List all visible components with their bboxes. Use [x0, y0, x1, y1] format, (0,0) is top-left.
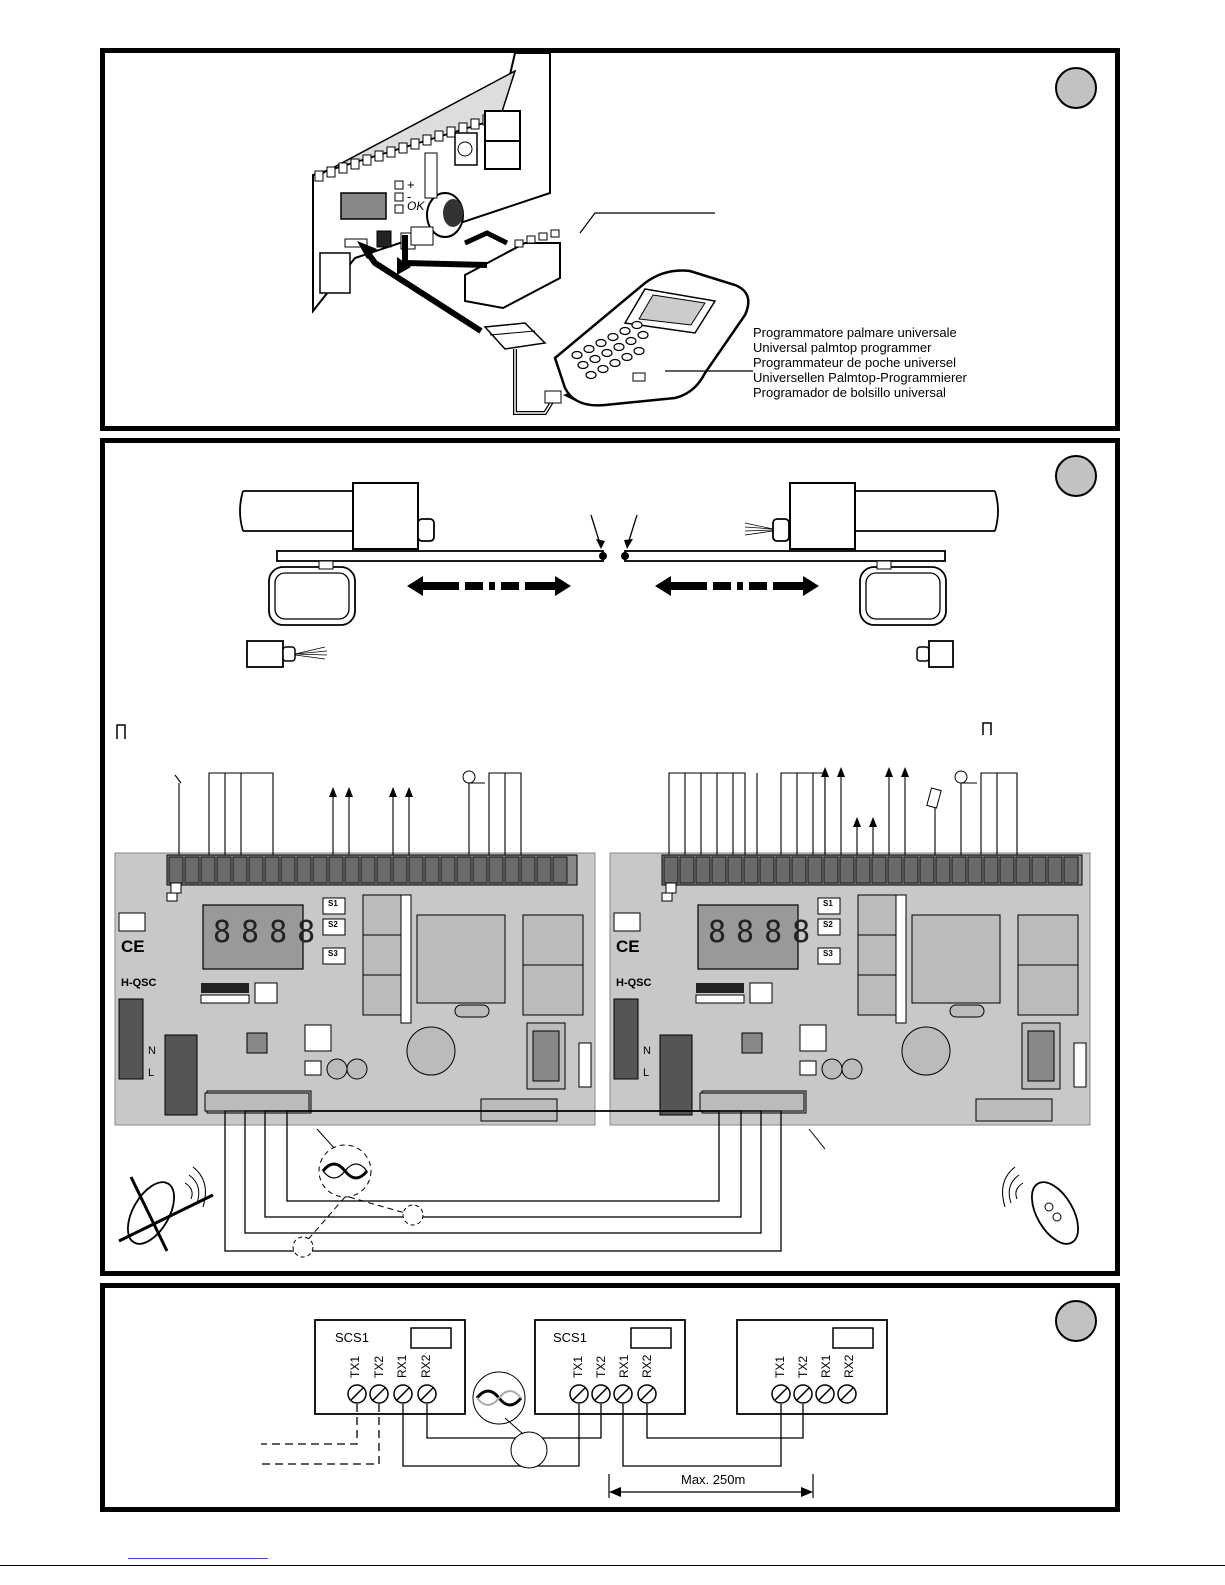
terminal-block	[361, 857, 375, 883]
scs1-network-drawing	[105, 1288, 1115, 1507]
left-mains-n: N	[148, 1045, 156, 1057]
max-distance-label: Max. 250m	[681, 1472, 745, 1487]
terminal-block	[409, 857, 423, 883]
m1-tx1: TX1	[348, 1356, 362, 1378]
m1-tx2: TX2	[372, 1356, 386, 1378]
terminal-block	[856, 857, 870, 883]
terminal-block	[920, 857, 934, 883]
programmer-label-de: Universellen Palmtop-Programmierer	[753, 370, 967, 385]
right-button-s2: S2	[823, 920, 833, 929]
left-display-digits: 8888	[213, 915, 325, 950]
terminal-block	[744, 857, 758, 883]
scs1-module-2-name: SCS1	[553, 1330, 587, 1345]
terminal-block	[425, 857, 439, 883]
terminal-block	[473, 857, 487, 883]
scs1-module-1-name: SCS1	[335, 1330, 369, 1345]
terminal-block	[249, 857, 263, 883]
panel-double-gate-wiring: 8888 8888 CE CE H-QSC H-QSC N L N L S1 S…	[100, 438, 1120, 1276]
terminal-block	[553, 857, 567, 883]
terminal-block	[377, 857, 391, 883]
terminal-block	[169, 857, 183, 883]
terminal-block	[664, 857, 678, 883]
terminal-block	[345, 857, 359, 883]
programmer-label-es: Programador de bolsillo universal	[753, 385, 967, 400]
board-ok-mark: OK	[407, 199, 424, 213]
programmer-label-en: Universal palmtop programmer	[753, 340, 967, 355]
right-mains-n: N	[643, 1045, 651, 1057]
terminal-block	[936, 857, 950, 883]
terminal-block	[233, 857, 247, 883]
m3-rx2: RX2	[842, 1355, 856, 1378]
left-button-s3: S3	[328, 949, 338, 958]
m1-rx1: RX1	[395, 1355, 409, 1378]
terminal-block	[872, 857, 886, 883]
terminal-block	[792, 857, 806, 883]
left-mains-l: L	[148, 1067, 154, 1079]
terminal-block	[201, 857, 215, 883]
terminal-block	[1048, 857, 1062, 883]
terminal-block	[265, 857, 279, 883]
panel-scs1-network: SCS1 SCS1 TX1 TX2 RX1 RX2 TX1 TX2 RX1 RX…	[100, 1283, 1120, 1512]
m2-rx2: RX2	[640, 1355, 654, 1378]
terminal-block	[984, 857, 998, 883]
programmer-label-list: Programmatore palmare universale Univers…	[753, 325, 967, 400]
panel-programmer-connection: + - OK Programmatore palmare universale …	[100, 48, 1120, 431]
terminal-block	[968, 857, 982, 883]
terminal-block	[888, 857, 902, 883]
terminal-block	[521, 857, 535, 883]
m1-rx2: RX2	[419, 1355, 433, 1378]
right-ce-mark: CE	[616, 937, 640, 957]
terminal-block	[776, 857, 790, 883]
m2-tx2: TX2	[594, 1356, 608, 1378]
right-board-model: H-QSC	[616, 977, 651, 989]
left-button-s2: S2	[328, 920, 338, 929]
m3-rx1: RX1	[819, 1355, 833, 1378]
terminal-block	[1016, 857, 1030, 883]
terminal-block	[185, 857, 199, 883]
terminal-block	[489, 857, 503, 883]
terminal-block	[313, 857, 327, 883]
terminal-block	[537, 857, 551, 883]
terminal-block	[680, 857, 694, 883]
programmer-label-fr: Programmateur de poche universel	[753, 355, 967, 370]
footer-rule	[0, 1565, 1225, 1566]
terminal-block	[760, 857, 774, 883]
terminal-block	[281, 857, 295, 883]
gate-and-boards-drawing	[105, 443, 1115, 1271]
terminal-block	[840, 857, 854, 883]
terminal-block	[1032, 857, 1046, 883]
terminal-block	[329, 857, 343, 883]
m3-tx2: TX2	[796, 1356, 810, 1378]
terminal-block	[952, 857, 966, 883]
terminal-block	[904, 857, 918, 883]
terminal-block	[217, 857, 231, 883]
left-button-s1: S1	[328, 899, 338, 908]
right-button-s3: S3	[823, 949, 833, 958]
terminal-block	[441, 857, 455, 883]
terminal-block	[808, 857, 822, 883]
right-mains-l: L	[643, 1067, 649, 1079]
left-ce-mark: CE	[121, 937, 145, 957]
m2-rx1: RX1	[617, 1355, 631, 1378]
right-button-s1: S1	[823, 899, 833, 908]
terminal-block	[696, 857, 710, 883]
terminal-block	[1064, 857, 1078, 883]
terminal-block	[393, 857, 407, 883]
programmer-label-it: Programmatore palmare universale	[753, 325, 967, 340]
terminal-block	[728, 857, 742, 883]
m3-tx1: TX1	[773, 1356, 787, 1378]
m2-tx1: TX1	[571, 1356, 585, 1378]
terminal-block	[297, 857, 311, 883]
footer-link-underline	[128, 1558, 268, 1559]
left-board-model: H-QSC	[121, 977, 156, 989]
terminal-block	[824, 857, 838, 883]
right-display-digits: 8888	[708, 915, 820, 950]
terminal-block	[457, 857, 471, 883]
terminal-block	[505, 857, 519, 883]
terminal-block	[1000, 857, 1014, 883]
terminal-block	[712, 857, 726, 883]
